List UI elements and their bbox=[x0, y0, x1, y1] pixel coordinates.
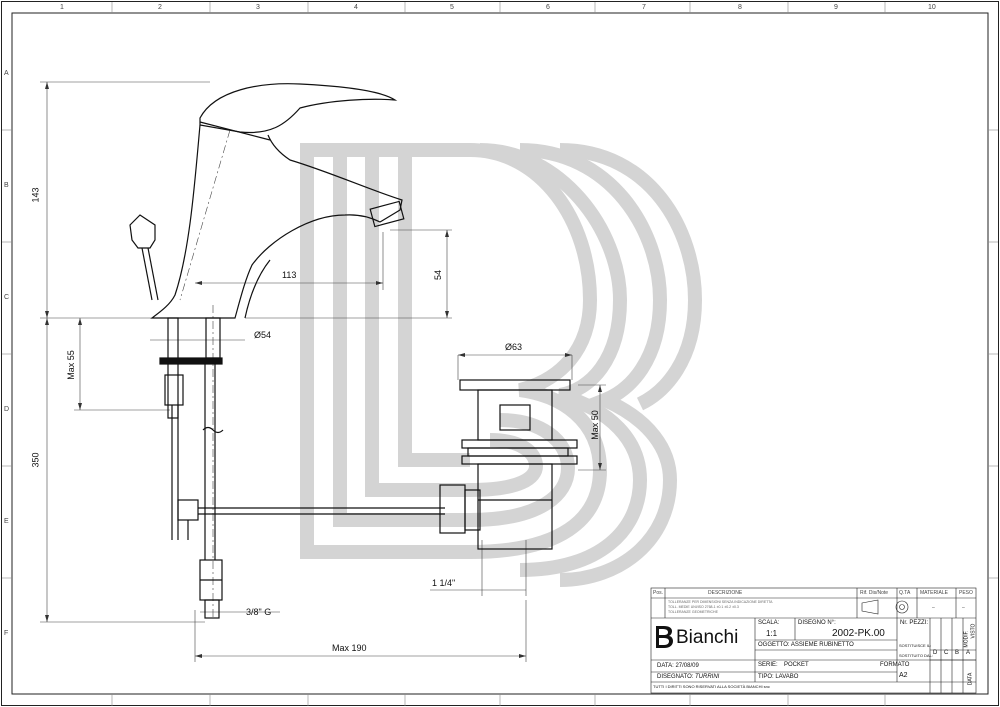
serie-value: POCKET bbox=[784, 662, 809, 668]
row-d: D bbox=[4, 406, 10, 413]
dim-max190: Max 190 bbox=[332, 643, 367, 653]
dimension-lines bbox=[40, 81, 606, 662]
sostituisce-label: SOSTITUISCE IL: bbox=[899, 643, 932, 648]
bianchi-logo bbox=[656, 626, 673, 648]
oggetto-label: OGGETTO: ASSIEME RUBINETTO bbox=[758, 642, 854, 648]
dim-3-8-g: 3/8" G bbox=[246, 607, 272, 617]
disegnato-label: DISEGNATO: bbox=[657, 674, 694, 680]
aerator bbox=[369, 200, 405, 228]
col-3: 3 bbox=[256, 4, 260, 11]
disegnato-value: TURRINI bbox=[695, 674, 720, 680]
faucet-body bbox=[150, 124, 403, 319]
faucet-drawing bbox=[129, 83, 578, 619]
col-4: 4 bbox=[354, 4, 358, 11]
rev-modif: MODIF. bbox=[963, 630, 970, 648]
rev-data: DATA bbox=[967, 672, 974, 686]
row-f: F bbox=[4, 630, 9, 637]
hdr-materiale: MATERIALE bbox=[920, 590, 948, 596]
dim-54: 54 bbox=[433, 269, 444, 281]
col-8: 8 bbox=[738, 4, 742, 11]
tolerance-note-2: TOLL. MEDIE UNI/ISO 2768-1 ±0.1 ±0.2 ±0.… bbox=[668, 605, 739, 609]
rev-visto: VISTO bbox=[970, 623, 977, 639]
dim-max50: Max 50 bbox=[589, 410, 600, 440]
rev-c: C bbox=[944, 650, 949, 656]
diritti-note: TUTTI I DIRITTI SONO RISERVATI ALLA SOCI… bbox=[653, 684, 770, 689]
formato-label: FORMATO bbox=[880, 662, 910, 668]
disegno-label: DISEGNO N°: bbox=[798, 620, 836, 626]
col-9: 9 bbox=[834, 4, 838, 11]
dim-113: 113 bbox=[282, 270, 297, 280]
lever-handle bbox=[199, 83, 398, 134]
hdr-qta: Q.TA bbox=[899, 590, 911, 596]
dim-350: 350 bbox=[30, 452, 41, 468]
data-label: DATA: 27/08/09 bbox=[657, 663, 699, 669]
col-7: 7 bbox=[642, 4, 646, 11]
dim-phi54: Ø54 bbox=[254, 330, 272, 340]
dim-1-1-4: 1 1/4" bbox=[432, 578, 456, 588]
peso-dash: – bbox=[962, 605, 965, 611]
row-b: B bbox=[4, 182, 9, 189]
materiale-dash: – bbox=[932, 605, 935, 611]
scala-value: 1:1 bbox=[766, 629, 778, 638]
projection-circle-icon bbox=[895, 600, 909, 614]
hdr-pos: Pos. bbox=[653, 590, 664, 596]
col-5: 5 bbox=[450, 4, 454, 11]
row-a: A bbox=[4, 70, 9, 77]
pop-up-knob bbox=[129, 214, 156, 249]
rev-d: D bbox=[933, 650, 938, 656]
tolerance-note-3: TOLLERANZE GEOMETRICHE bbox=[668, 610, 718, 614]
dim-phi63: Ø63 bbox=[505, 342, 523, 352]
serie-label: SERIE: bbox=[758, 662, 778, 668]
tipo-label: TIPO: LAVABO bbox=[758, 674, 799, 680]
arrowheads bbox=[45, 82, 602, 658]
title-block-grid bbox=[650, 587, 977, 694]
brand-name: Bianchi bbox=[676, 627, 739, 648]
col-2: 2 bbox=[158, 4, 162, 11]
tolerance-note-1: TOLLERANZE PER DIMENSIONI SENZA INDICAZI… bbox=[668, 600, 773, 604]
projection-cone-icon bbox=[861, 599, 879, 615]
rev-b: B bbox=[955, 650, 960, 656]
sostituito-label: SOSTITUITO DAL: bbox=[899, 653, 933, 658]
pezzi-label: Nr. PEZZI: bbox=[900, 620, 929, 626]
col-10: 10 bbox=[928, 4, 936, 11]
formato-value: A2 bbox=[899, 672, 908, 679]
dim-143: 143 bbox=[30, 187, 41, 203]
col-1: 1 bbox=[60, 4, 64, 11]
dim-max55: Max 55 bbox=[65, 350, 76, 380]
row-c: C bbox=[4, 294, 10, 301]
disegno-value: 2002-PK.00 bbox=[832, 628, 885, 639]
hdr-peso: PESO bbox=[959, 590, 973, 596]
hdr-rif: Rif. Dis/Note bbox=[860, 590, 889, 596]
col-6: 6 bbox=[546, 4, 550, 11]
scala-label: SCALA: bbox=[758, 620, 780, 626]
bianchi-watermark-logo bbox=[300, 143, 703, 587]
rev-a: A bbox=[966, 650, 971, 656]
hdr-descrizione: DESCRIZIONE bbox=[708, 590, 743, 596]
inner-frame bbox=[11, 12, 989, 695]
row-e: E bbox=[4, 518, 9, 525]
